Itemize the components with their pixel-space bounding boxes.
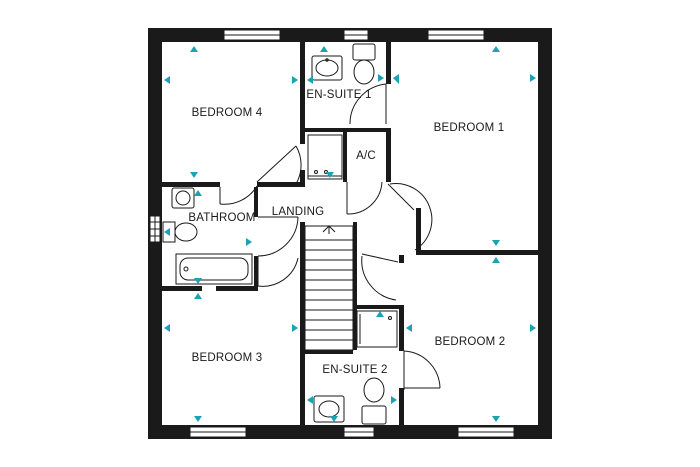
marker-icon [492, 257, 500, 263]
window-icon [223, 29, 281, 41]
door-swing-icon [346, 181, 383, 215]
marker-icon [194, 416, 202, 422]
fixtures [162, 43, 398, 425]
marker-icon [492, 46, 500, 52]
room-label-bedroom-2: BEDROOM 2 [435, 336, 506, 348]
marker-icon [164, 228, 170, 236]
markers [164, 46, 536, 422]
door-swing-icon [361, 253, 399, 301]
marker-icon [246, 238, 252, 246]
marker-icon [194, 190, 202, 196]
marker-icon [376, 311, 384, 317]
marker-icon [194, 278, 202, 284]
door-swing-icon [257, 256, 299, 287]
marker-icon [530, 324, 536, 332]
marker-icon [530, 74, 536, 82]
bath-icon [175, 253, 253, 285]
room-label-ac: A/C [356, 150, 376, 162]
marker-icon [292, 324, 298, 332]
marker-icon [307, 76, 313, 84]
room-labels: BEDROOM 4 EN-SUITE 1 BEDROOM 1 A/C BATHR… [188, 89, 505, 376]
basin-icon [171, 187, 195, 209]
marker-icon [164, 76, 170, 84]
window-icon [189, 426, 247, 438]
basin-icon [311, 55, 343, 81]
window-icon [343, 426, 375, 438]
marker-icon [190, 172, 198, 178]
marker-icon [190, 46, 198, 52]
marker-icon [391, 396, 397, 404]
wc-icon [361, 377, 387, 425]
internal-walls [162, 42, 538, 425]
door-swing-icon [387, 183, 433, 251]
room-label-landing: LANDING [272, 206, 325, 218]
marker-icon [492, 416, 500, 422]
basin-icon [313, 395, 345, 423]
marker-icon [194, 293, 202, 299]
room-label-en-suite-2: EN-SUITE 2 [322, 364, 387, 376]
door-swing-icon [403, 350, 441, 390]
wc-icon [162, 221, 198, 243]
staircase-icon [304, 225, 354, 351]
window-icon [427, 29, 485, 41]
room-label-bedroom-4: BEDROOM 4 [192, 107, 263, 119]
door-swing-icon [219, 145, 302, 205]
marker-icon [320, 46, 328, 52]
doors [219, 83, 441, 390]
room-label-bedroom-3: BEDROOM 3 [192, 352, 263, 364]
windows [149, 29, 515, 438]
marker-icon [307, 396, 313, 404]
room-label-en-suite-1: EN-SUITE 1 [306, 89, 371, 101]
window-icon [149, 215, 161, 243]
door-swing-icon [257, 216, 299, 257]
window-icon [457, 426, 515, 438]
marker-icon [492, 240, 500, 246]
marker-icon [393, 74, 399, 84]
marker-icon [326, 172, 334, 178]
shower-tray-icon [307, 134, 343, 180]
wc-icon [352, 43, 376, 85]
marker-icon [292, 76, 298, 84]
marker-icon [330, 416, 338, 422]
marker-icon [164, 324, 170, 332]
room-label-bedroom-1: BEDROOM 1 [434, 122, 505, 134]
marker-icon [378, 74, 384, 82]
window-icon [343, 29, 369, 41]
room-label-bathroom: BATHROOM [188, 212, 255, 224]
door-swing-icon [349, 83, 387, 125]
marker-icon [406, 324, 412, 332]
